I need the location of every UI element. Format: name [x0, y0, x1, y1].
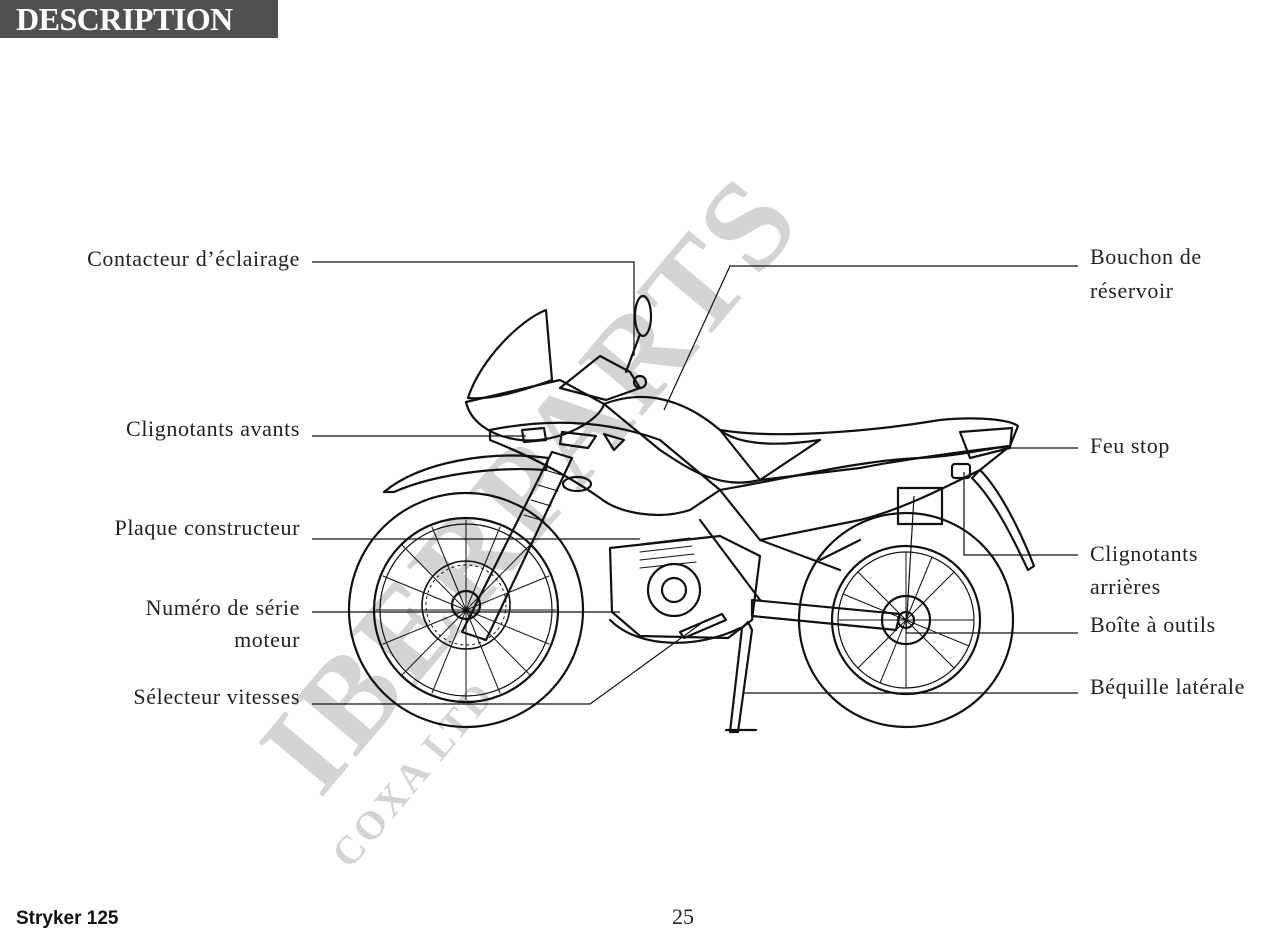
- rear-light: [958, 426, 1014, 460]
- label-contacteur: Contacteur d’éclairage: [87, 246, 300, 271]
- windscreen: [466, 308, 554, 400]
- tail-panel: [718, 444, 1012, 542]
- front-fork: [460, 450, 574, 642]
- section-title: DESCRIPTION: [16, 1, 233, 37]
- gear-lever-drawing: [678, 612, 728, 640]
- rear-mudguard: [970, 468, 1036, 572]
- frame: [698, 518, 862, 602]
- leader-bouchon: [663, 265, 1078, 411]
- leader-lines: [312, 261, 1078, 705]
- label-feu-stop: Feu stop: [1090, 433, 1170, 458]
- footer-model-name: Stryker 125: [16, 908, 119, 929]
- toolbox-drawing: [896, 486, 944, 526]
- rear-indicator: [950, 462, 972, 480]
- leader-selecteur: [312, 619, 707, 705]
- exhaust: [608, 618, 742, 644]
- motorcycle-drawing: [347, 294, 1036, 734]
- rear-rim: [830, 544, 982, 696]
- label-clignotants-arrieres-line1: Clignotants: [1090, 541, 1199, 566]
- label-bouchon-line1: Bouchon de: [1090, 244, 1202, 269]
- label-bouchon-line2: réservoir: [1090, 278, 1174, 303]
- front-rim: [372, 516, 560, 704]
- leader-clign-arr: [963, 472, 1078, 556]
- label-bequille-laterale: Béquille latérale: [1090, 674, 1245, 699]
- label-boite-outils: Boîte à outils: [1090, 612, 1216, 637]
- mirror: [633, 294, 653, 338]
- label-clignotants-avants: Clignotants avants: [126, 416, 300, 441]
- page-number: 25: [672, 904, 694, 929]
- label-numero-serie-line2: moteur: [234, 627, 300, 652]
- leader-contacteur: [312, 261, 635, 356]
- label-numero-serie-line1: Numéro de série: [145, 595, 300, 620]
- label-selecteur-vitesses: Sélecteur vitesses: [133, 684, 300, 709]
- section-header-bar: DESCRIPTION: [0, 0, 278, 38]
- side-stand-drawing: [728, 620, 754, 734]
- fuel-tank: [602, 395, 822, 484]
- headlight-cowl: [488, 421, 722, 516]
- label-clignotants-arrieres-line2: arrières: [1090, 574, 1161, 599]
- label-plaque-constructeur: Plaque constructeur: [114, 515, 300, 540]
- rear-spokes: [837, 551, 975, 689]
- swingarm: [750, 598, 902, 632]
- seat: [718, 417, 1020, 482]
- front-tire: [347, 491, 585, 729]
- leader-boite: [905, 495, 1078, 634]
